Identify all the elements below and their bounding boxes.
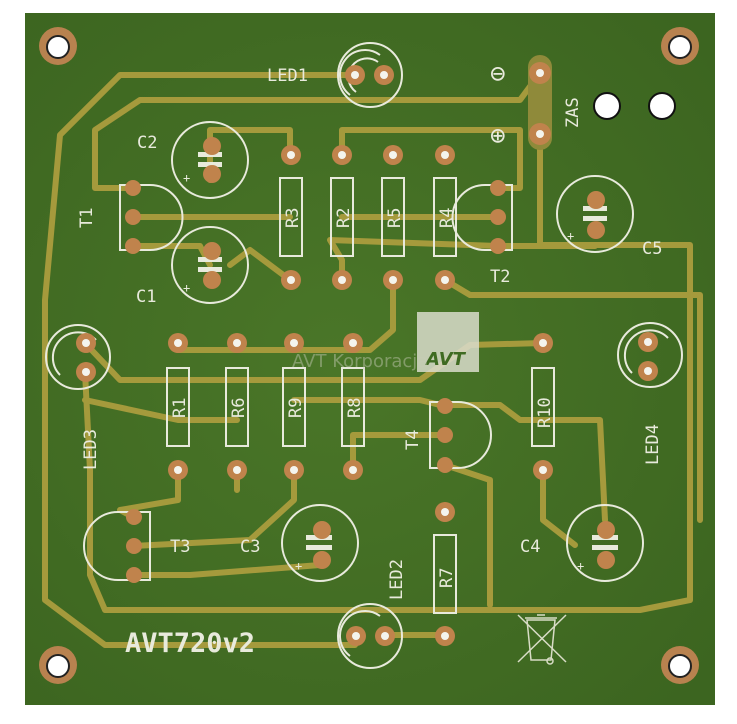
- watermark: AVT Korporacja: [292, 351, 428, 372]
- capacitor-c3: + C3: [240, 504, 359, 582]
- led1: LED1: [267, 42, 403, 108]
- plus-mark: +: [295, 559, 302, 573]
- plus-mark: +: [577, 559, 584, 573]
- label-t2: T2: [490, 267, 510, 287]
- led3: LED3: [45, 324, 111, 470]
- plus-symbol: ⊕: [490, 121, 506, 151]
- label-r5: R5: [385, 208, 405, 228]
- transistor-t2: T2: [451, 180, 513, 287]
- label-r8: R8: [345, 398, 365, 418]
- label-t3: T3: [170, 537, 190, 557]
- capacitor-c2: + C2: [137, 121, 249, 199]
- resistor-r10: R10: [531, 333, 555, 480]
- led4: LED4: [617, 322, 683, 465]
- plus-mark: +: [183, 281, 190, 295]
- label-c5: C5: [642, 239, 662, 259]
- mounting-holes: [39, 27, 699, 684]
- resistor-r6: R6: [225, 333, 249, 480]
- resistor-r7: R7: [433, 502, 457, 646]
- avt-logo-text: AVT: [424, 349, 467, 370]
- capacitor-c1: + C1: [136, 226, 249, 307]
- capacitor-c5: + C5: [556, 175, 662, 259]
- led2: LED2: [337, 559, 407, 669]
- plus-mark: +: [183, 171, 190, 185]
- board-title: AVT720v2: [125, 628, 255, 659]
- label-r9: R9: [286, 398, 306, 418]
- transistor-t3: T3: [83, 509, 190, 583]
- label-r10: R10: [535, 397, 555, 428]
- label-led4: LED4: [643, 424, 663, 465]
- resistor-r2: R2: [330, 145, 354, 290]
- resistor-r8: R8: [341, 333, 365, 480]
- transistor-t1: T1: [77, 180, 184, 254]
- label-c3: C3: [240, 537, 260, 557]
- resistor-r1: R1: [166, 333, 190, 480]
- crossed-out-bin-icon: [517, 614, 567, 665]
- label-led3: LED3: [81, 429, 101, 470]
- avt-logo: AVT: [417, 312, 479, 372]
- power-connector-zas: ⊖ ⊕ ZAS: [490, 55, 583, 151]
- label-r3: R3: [283, 208, 303, 228]
- label-led1: LED1: [267, 66, 308, 86]
- plus-mark: +: [567, 229, 574, 243]
- resistor-r5: R5: [381, 145, 405, 290]
- transistor-t4: T4: [403, 398, 492, 473]
- label-c4: C4: [520, 537, 540, 557]
- label-r1: R1: [170, 398, 190, 418]
- resistor-r9: R9: [282, 333, 306, 480]
- resistor-r4: R4: [433, 145, 457, 290]
- label-c2: C2: [137, 133, 157, 153]
- label-t4: T4: [403, 430, 423, 450]
- label-zas: ZAS: [563, 97, 583, 128]
- label-r7: R7: [437, 568, 457, 588]
- capacitor-c4: + C4: [520, 504, 644, 582]
- resistor-r3: R3: [279, 145, 303, 290]
- label-t1: T1: [77, 208, 97, 228]
- label-r6: R6: [229, 398, 249, 418]
- label-led2: LED2: [387, 559, 407, 600]
- label-r2: R2: [334, 208, 354, 228]
- minus-symbol: ⊖: [490, 59, 506, 89]
- label-r4: R4: [437, 208, 457, 228]
- label-c1: C1: [136, 287, 156, 307]
